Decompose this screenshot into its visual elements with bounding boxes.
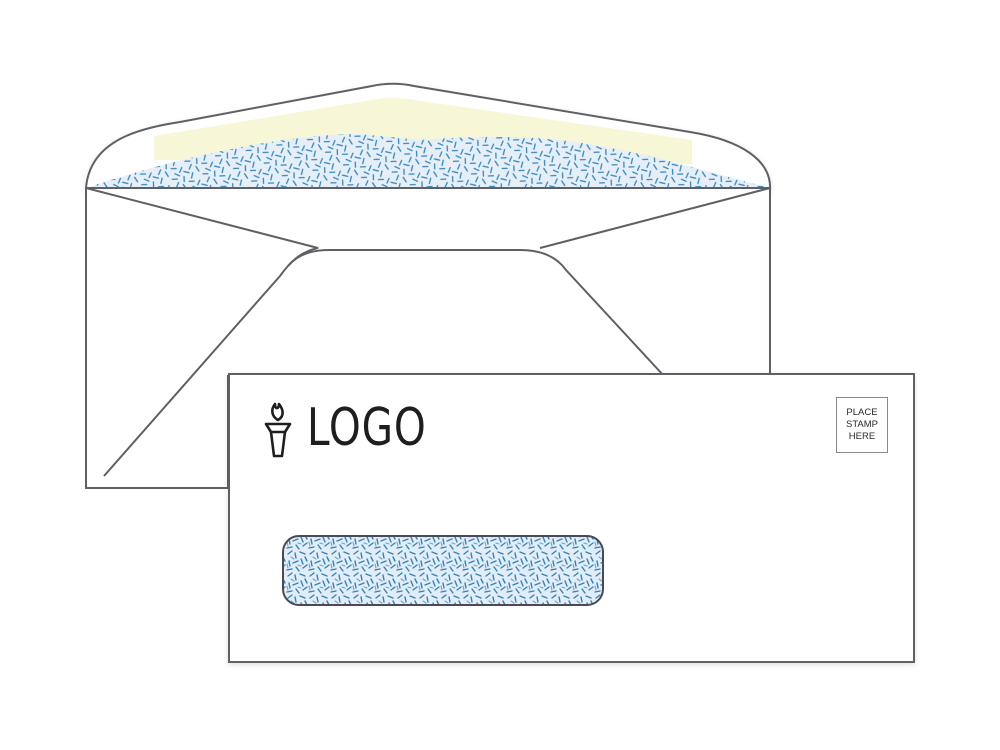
front-envelope bbox=[228, 373, 915, 663]
stamp-line-3: HERE bbox=[848, 431, 876, 442]
bottom-flap-curve bbox=[287, 249, 665, 377]
address-window bbox=[282, 535, 604, 606]
stamp-line-2: STAMP bbox=[845, 419, 879, 430]
front-envelope-body bbox=[228, 373, 915, 663]
back-envelope bbox=[84, 82, 772, 489]
logo-wordmark: LOGO bbox=[307, 398, 427, 458]
stamp-box: PLACE STAMP HERE bbox=[836, 397, 888, 453]
stamp-line-1: PLACE bbox=[846, 407, 878, 418]
right-fold-line bbox=[539, 187, 771, 249]
torch-icon bbox=[264, 402, 292, 458]
